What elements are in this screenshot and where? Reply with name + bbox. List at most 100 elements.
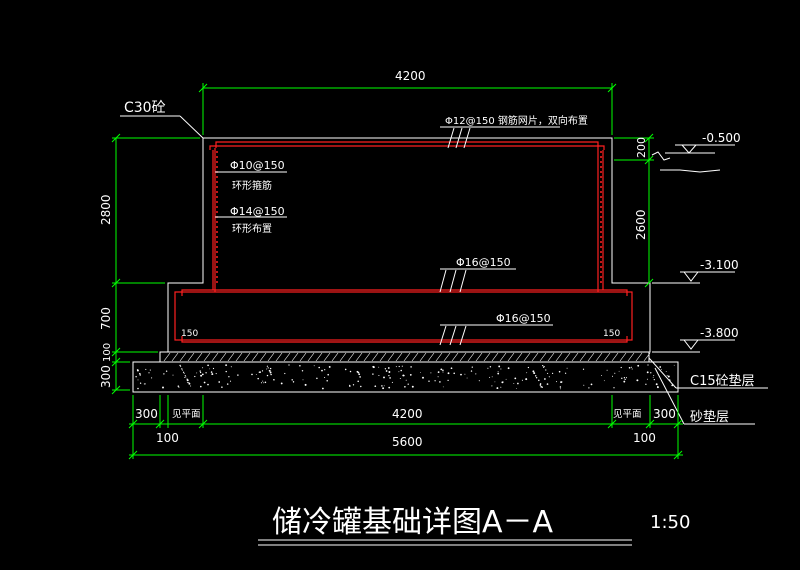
hatch-line xyxy=(403,352,411,362)
sand-dot xyxy=(388,374,390,377)
sand-dot xyxy=(324,369,326,371)
rebar-dot xyxy=(600,171,602,173)
rebar-dot xyxy=(600,161,602,163)
sand-dot xyxy=(321,369,323,372)
sand-dot xyxy=(185,376,187,378)
sand-dot xyxy=(588,387,590,389)
sand-dot xyxy=(559,388,561,390)
sand-dot xyxy=(225,364,228,366)
sand-dot xyxy=(382,387,385,390)
rebar-dot xyxy=(216,206,218,208)
sand-dot xyxy=(237,374,239,376)
ring-bar-spec: Φ14@150 xyxy=(230,205,285,218)
sand-dot xyxy=(497,371,499,373)
sand-dot xyxy=(182,371,185,373)
sand-dot xyxy=(181,369,183,371)
bottom-dim-mid: 4200 xyxy=(392,407,423,421)
hatch-line xyxy=(603,352,611,362)
level-marker-top xyxy=(651,144,735,173)
sand-dot xyxy=(653,375,655,377)
sand-dot xyxy=(378,366,380,368)
sand-dot xyxy=(623,377,626,379)
sand-dot xyxy=(374,385,377,388)
sand-dot xyxy=(487,367,489,369)
sand-dot xyxy=(344,368,347,371)
sand-dot xyxy=(543,366,545,368)
sand-dot xyxy=(546,383,549,385)
sand-dot xyxy=(613,387,615,389)
sand-dot xyxy=(266,365,269,367)
hatch-line xyxy=(411,352,419,362)
rebar-dot xyxy=(600,266,602,268)
sand-dot xyxy=(383,385,385,387)
rebar-dot xyxy=(216,181,218,183)
sand-dot xyxy=(533,372,536,375)
rebar-dot xyxy=(216,266,218,268)
hatch-line xyxy=(203,352,211,362)
rebar-dot xyxy=(600,231,602,233)
hatch-line xyxy=(179,352,187,362)
sand-dot xyxy=(624,378,626,381)
sand-dot xyxy=(218,381,221,383)
hatch-line xyxy=(347,352,355,362)
hatch-line xyxy=(171,352,179,362)
top-dim-text: 4200 xyxy=(395,69,426,83)
sand-dot xyxy=(257,377,259,380)
rebar-dot xyxy=(600,271,602,273)
bottom-dim-right-300: 300 xyxy=(653,407,676,421)
left-dim-100: 100 xyxy=(102,343,113,362)
sand-dot xyxy=(470,370,473,372)
hatch-line xyxy=(435,352,443,362)
sand-dot xyxy=(558,370,561,373)
hatch-line xyxy=(579,352,587,362)
bottom-dim-right-note: 见平面 xyxy=(613,409,642,420)
sand-dot xyxy=(221,386,223,388)
hatch-line xyxy=(459,352,467,362)
rebar-dot xyxy=(216,156,218,158)
hatch-line xyxy=(443,352,451,362)
rebar-dot xyxy=(600,191,602,193)
sand-dot xyxy=(450,367,453,370)
hatch-line xyxy=(635,352,643,362)
hatch-line xyxy=(371,352,379,362)
rebar-dot xyxy=(600,281,602,283)
sand-dot xyxy=(268,369,271,372)
sand-dot xyxy=(144,383,146,385)
sand-dot xyxy=(139,382,142,384)
hatch-line xyxy=(299,352,307,362)
sand-dot xyxy=(645,383,647,385)
right-dim-200: 200 xyxy=(635,137,648,158)
sand-dot xyxy=(324,376,326,379)
sand-dot xyxy=(360,385,362,388)
concrete-outline xyxy=(167,137,651,353)
sand-dot xyxy=(631,368,633,370)
base-lower-label: Φ16@150 xyxy=(496,312,551,325)
sand-dot xyxy=(148,372,150,374)
hatch-line xyxy=(475,352,483,362)
sand-dot xyxy=(430,372,432,374)
sand-dot xyxy=(442,369,444,371)
sand-dot xyxy=(514,377,517,380)
sand-dot xyxy=(385,370,388,372)
sand-dot xyxy=(149,369,151,371)
sand-dot xyxy=(225,370,227,373)
sand-dot xyxy=(660,368,662,370)
rebar-dot xyxy=(216,176,218,178)
sand-dot xyxy=(623,380,626,383)
sand-dot xyxy=(560,381,563,384)
sand-dot xyxy=(464,373,466,375)
sand-dot xyxy=(291,379,293,381)
rebar-dot xyxy=(600,276,602,278)
rebar-dot xyxy=(216,211,218,213)
sand-dot xyxy=(547,372,549,374)
hatch-line xyxy=(275,352,283,362)
sand-dot xyxy=(526,372,528,374)
sand-dot xyxy=(538,379,540,382)
rebar-dot xyxy=(216,221,218,223)
sand-dot xyxy=(630,366,632,368)
sand-dot xyxy=(326,380,328,382)
sand-dot xyxy=(628,366,631,369)
hatch-line xyxy=(547,352,555,362)
right-dim-2600: 2600 xyxy=(634,209,648,240)
hatch-line xyxy=(563,352,571,362)
